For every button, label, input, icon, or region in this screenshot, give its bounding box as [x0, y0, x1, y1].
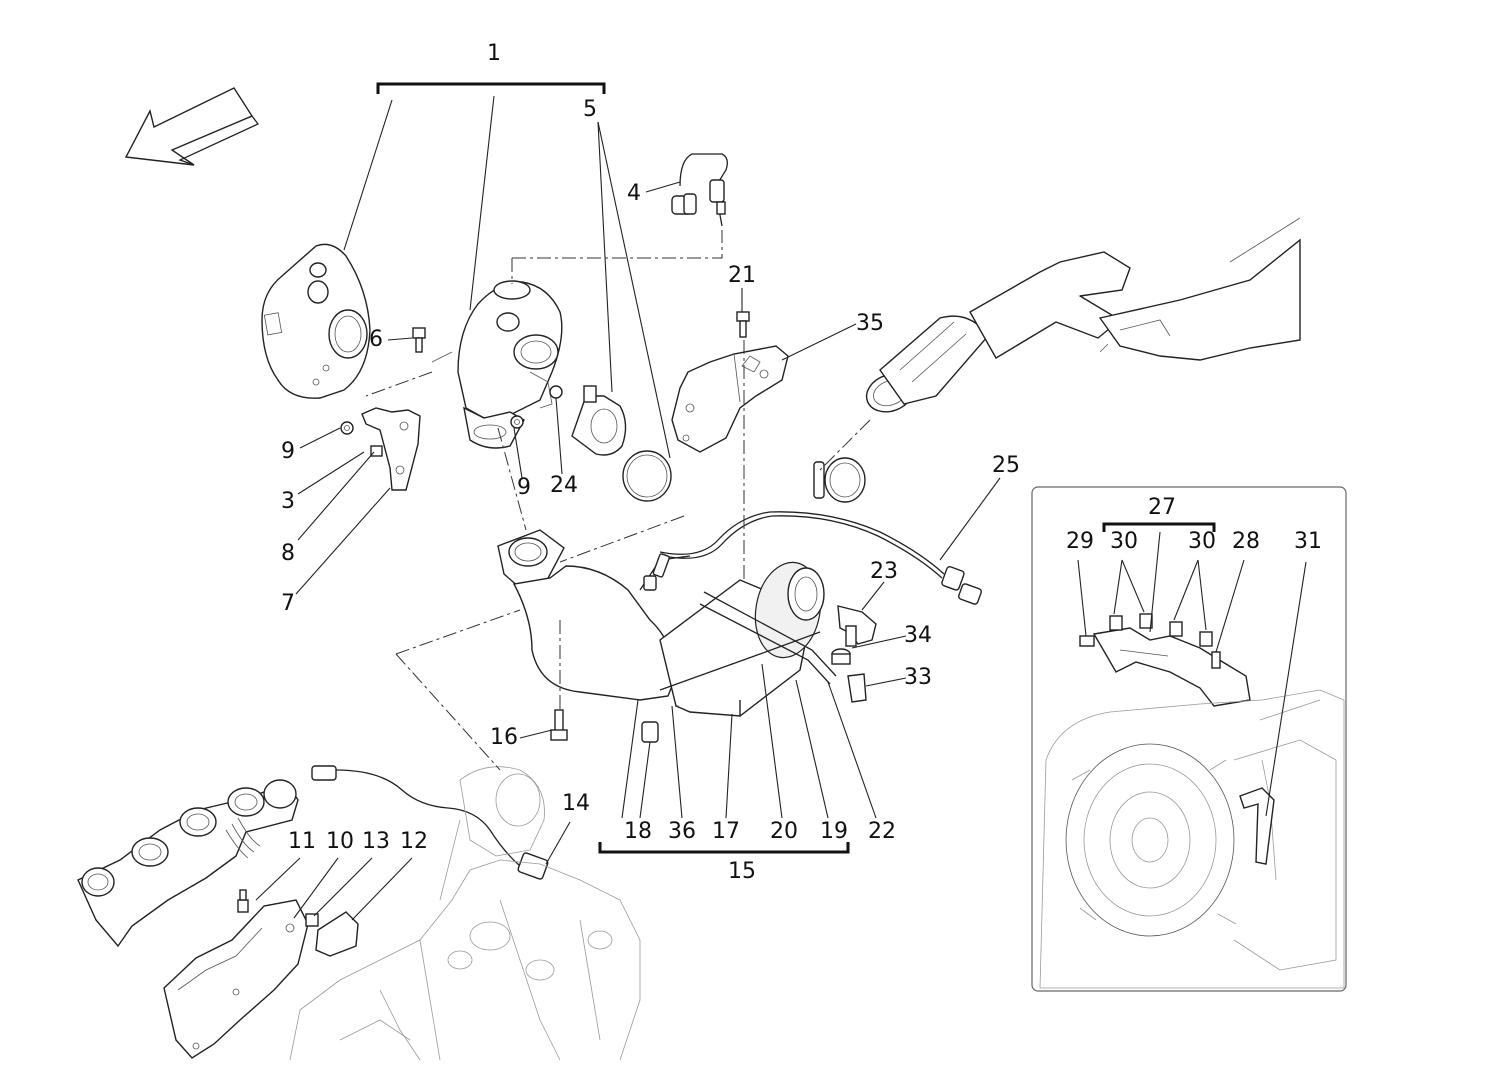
group-bracket-27	[1102, 522, 1216, 532]
callout-24: 24	[550, 473, 578, 498]
bracket-12	[305, 911, 359, 957]
callout-1: 1	[487, 41, 501, 66]
clamp-5	[571, 385, 672, 502]
bolt-11	[237, 889, 249, 913]
callout-5: 5	[583, 97, 597, 122]
direction-arrow-icon	[124, 87, 260, 166]
callout-33: 33	[904, 665, 932, 690]
stud-8	[370, 445, 383, 457]
callout-15: 15	[728, 859, 756, 884]
callout-9-right: 9	[517, 475, 531, 500]
cap-34	[831, 648, 851, 665]
callout-3: 3	[281, 489, 295, 514]
group-bracket-1	[376, 82, 606, 94]
inset-panel	[1031, 486, 1347, 992]
callout-17: 17	[712, 819, 740, 844]
sensor-23	[837, 605, 877, 647]
plug-18	[641, 721, 659, 743]
nut-9-right	[510, 415, 524, 429]
callout-34: 34	[904, 623, 932, 648]
callout-25: 25	[992, 453, 1020, 478]
callout-16: 16	[490, 725, 518, 750]
callout-14: 14	[562, 791, 590, 816]
callout-12: 12	[400, 829, 428, 854]
bracket-7	[361, 407, 421, 491]
callout-13: 13	[362, 829, 390, 854]
sensor-harness-25	[659, 511, 982, 605]
exhaust-manifold	[77, 779, 299, 948]
rear-exhaust-pipe	[865, 217, 1301, 413]
bolt-21	[736, 311, 750, 338]
nut-9-left	[340, 421, 354, 435]
oxygen-sensor-14	[311, 765, 549, 880]
callout-27: 27	[1148, 495, 1176, 520]
callout-35: 35	[856, 311, 884, 336]
clamp-ring	[813, 457, 866, 503]
bolt-6	[412, 327, 426, 353]
callout-7: 7	[281, 591, 295, 616]
heat-shield-35	[671, 345, 789, 453]
callout-31: 31	[1294, 529, 1322, 554]
cap-33	[847, 673, 867, 703]
oxygen-sensor-4	[671, 153, 728, 227]
callout-29: 29	[1066, 529, 1094, 554]
callout-23: 23	[870, 559, 898, 584]
engine-block	[289, 766, 641, 1061]
callout-22: 22	[868, 819, 896, 844]
callout-19: 19	[820, 819, 848, 844]
catalytic-converter	[431, 280, 563, 449]
heat-shield-10	[163, 899, 309, 1059]
callout-9-left: 9	[281, 439, 295, 464]
front-pipe-assembly-15	[497, 529, 837, 717]
callout-21: 21	[728, 263, 756, 288]
sensor-nut-24	[549, 385, 563, 399]
callout-30-right: 30	[1188, 529, 1216, 554]
leader-lines	[255, 95, 1307, 921]
callout-20: 20	[770, 819, 798, 844]
callout-36: 36	[668, 819, 696, 844]
callout-6: 6	[369, 327, 383, 352]
callout-10: 10	[326, 829, 354, 854]
callout-labels: 1 5 4 21 35 6 9 3 8 7 9 24 25 23 34 33 1…	[281, 41, 1322, 884]
alignment-lines	[365, 230, 871, 771]
heat-shield	[261, 243, 371, 399]
callout-4: 4	[627, 181, 641, 206]
group-bracket-15	[598, 842, 850, 854]
callout-30-left: 30	[1110, 529, 1138, 554]
callout-18: 18	[624, 819, 652, 844]
callout-11: 11	[288, 829, 316, 854]
bolt-16	[550, 709, 568, 741]
callout-28: 28	[1232, 529, 1260, 554]
callout-8: 8	[281, 541, 295, 566]
